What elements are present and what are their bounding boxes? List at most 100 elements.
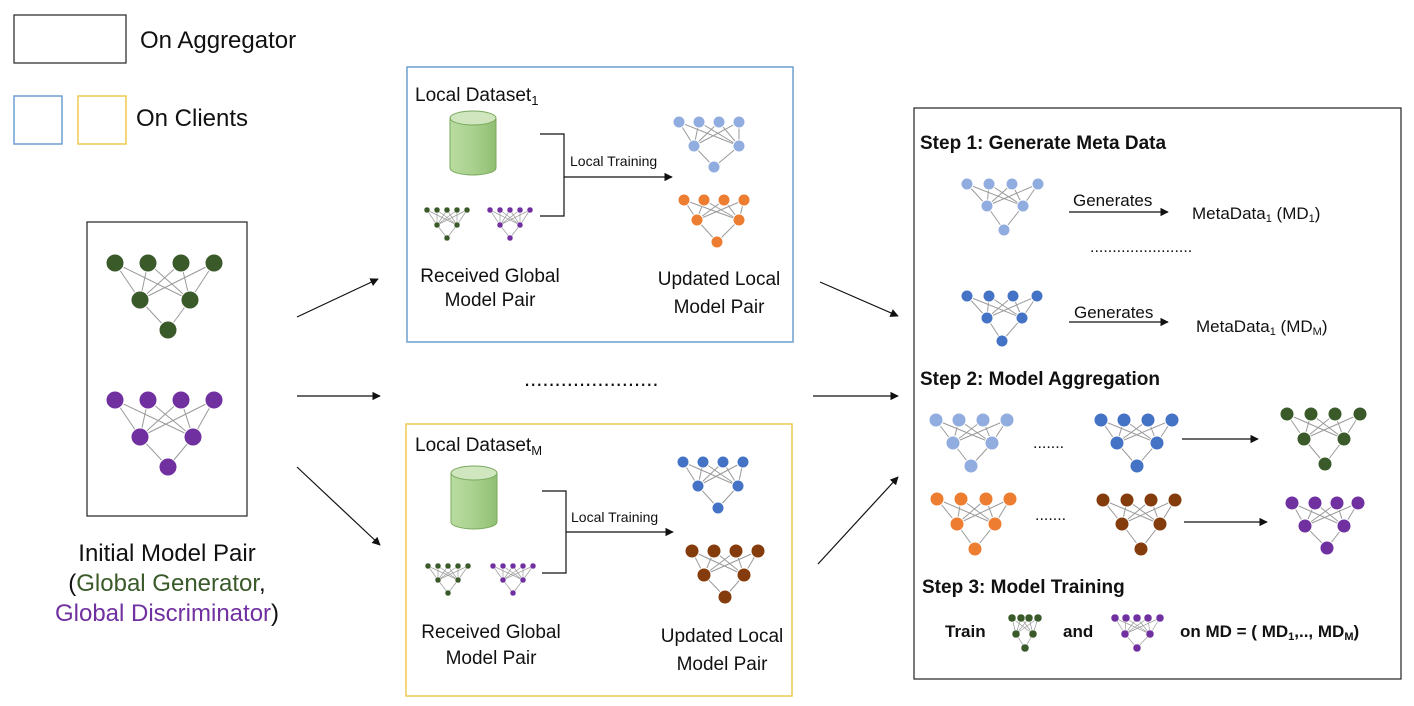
client-1-training-bracket xyxy=(540,133,565,217)
step1-mid-blue-generator-node xyxy=(980,311,994,325)
initial-model-title: Initial Model Pair xyxy=(78,540,255,567)
initial-model-discriminator-line: Global Discriminator) xyxy=(55,600,279,627)
step3-discriminator-icon-node xyxy=(1132,643,1142,653)
client-1-received-discriminator-edge xyxy=(499,209,531,226)
global-discriminator-network-node xyxy=(105,390,125,410)
client-1-received-discriminator-node xyxy=(496,206,504,214)
client-1-updated-discriminator-node xyxy=(697,193,711,207)
step2-aggregated-generator-node xyxy=(1352,406,1368,422)
global-generator-network-node xyxy=(171,253,191,273)
step1-light-blue-generator-edge xyxy=(988,183,1024,207)
step2-aggregated-generator-node xyxy=(1296,431,1312,447)
step2-aggregated-discriminator-node xyxy=(1350,495,1366,511)
step3-train-label: Train xyxy=(945,622,986,641)
client-1-training-label: Local Training xyxy=(570,153,657,169)
step2-aggregated-generator-node xyxy=(1336,431,1352,447)
step3-generator-icon-node xyxy=(1028,629,1038,639)
step1-mid-blue-generator xyxy=(960,289,1044,348)
step1-mid-blue-generator-edge xyxy=(986,295,1038,319)
client-1-box xyxy=(406,66,794,343)
client-m-updated-discriminator-node xyxy=(717,589,733,605)
global-generator-network-node xyxy=(158,320,178,340)
step3-discriminator-icon-node xyxy=(1121,613,1131,623)
client-m-received-discriminator-node xyxy=(509,562,517,570)
aggregator-panel: Step 1: Generate Meta Data Generates Met… xyxy=(913,107,1402,680)
client-1-updated-discriminator-node xyxy=(732,213,746,227)
step2-orange-discriminator-node xyxy=(978,491,994,507)
client-1-updated-generator-node xyxy=(732,139,746,153)
step2-aggregated-discriminator-node xyxy=(1319,540,1335,556)
client-1-received-line1: Received Global xyxy=(420,266,559,287)
client-m-updated-discriminator xyxy=(684,543,766,605)
step1-light-blue-generator-node xyxy=(1031,177,1045,191)
step2-aggregated-generator-node xyxy=(1317,456,1333,472)
client-1-updated-generator-edge xyxy=(678,121,740,147)
arrow-initial-to-client1 xyxy=(296,278,379,318)
client-1-updated-discriminator-node xyxy=(737,193,751,207)
step2-orange-discriminator-edge xyxy=(956,498,1011,525)
global-discriminator-network-node xyxy=(183,427,203,447)
metadata-1-label: MetaData1 (MD1) xyxy=(1192,204,1320,225)
metadata-m-label: MetaData1 (MDM) xyxy=(1196,317,1328,338)
step1-mid-blue-generator-edge xyxy=(988,295,1023,319)
client-1-received-discriminator-edge xyxy=(499,209,521,226)
client-1-received-discriminator-node xyxy=(506,206,514,214)
step2-light-blue-generator-node xyxy=(928,412,944,428)
client-1-updated-generator xyxy=(672,115,746,174)
legend-client-yellow-swatch xyxy=(77,95,127,145)
step1-light-blue-generator-node xyxy=(960,177,974,191)
client-1-received-discriminator xyxy=(486,206,534,242)
client-m-updated-generator-node xyxy=(711,501,725,515)
legend-aggregator-label: On Aggregator xyxy=(140,27,296,54)
step2-light-blue-generator-node xyxy=(945,435,961,451)
client-m-received-discriminator-node xyxy=(519,562,527,570)
client-1-received-generator-node xyxy=(443,234,451,242)
step2-mid-blue-generator-node xyxy=(1129,458,1145,474)
client-m-updated-discriminator-node xyxy=(684,543,700,559)
client-1-received-generator-node xyxy=(423,206,431,214)
client-m-received-discriminator-node xyxy=(499,576,507,584)
client-m-updated-line2: Model Pair xyxy=(677,654,768,675)
global-discriminator-network-edge xyxy=(114,399,194,438)
step3-generator-icon-node xyxy=(1011,629,1021,639)
client-m-received-generator-node xyxy=(424,562,432,570)
client-m-received-generator-edge xyxy=(437,565,459,581)
client-1-received-generator xyxy=(423,206,471,242)
client-m-received-discriminator-edge xyxy=(502,565,534,581)
step2-orange-discriminator-node xyxy=(929,491,945,507)
client-1-received-generator-node xyxy=(463,206,471,214)
global-generator-network-node xyxy=(204,253,224,273)
step2-orange-discriminator-node xyxy=(967,541,983,557)
client-1-database-icon xyxy=(449,110,497,176)
client-1-received-generator-edge xyxy=(436,209,458,226)
step2-orange-discriminator-node xyxy=(987,516,1003,532)
global-discriminator-network-node xyxy=(130,427,150,447)
client-m-received-discriminator-node xyxy=(519,576,527,584)
step3-discriminator-icon-node xyxy=(1145,629,1155,639)
client-1-updated-generator-node xyxy=(692,115,706,129)
client-m-training-label: Local Training xyxy=(571,509,658,525)
step2-mid-blue-generator-edge xyxy=(1100,419,1158,444)
client-1-panel: Local Dataset1 Local Training Received G… xyxy=(406,66,794,343)
client-1-received-discriminator-node xyxy=(486,206,494,214)
client-m-received-discriminator-node xyxy=(529,562,537,570)
legend-client-blue-swatch xyxy=(13,95,63,145)
client-m-updated-discriminator-edge xyxy=(703,550,759,576)
global-discriminator-network-node xyxy=(204,390,224,410)
step1-mid-blue-generator-node xyxy=(995,334,1009,348)
step3-generator-icon-edge xyxy=(1015,617,1039,635)
step3-and-label: and xyxy=(1063,622,1093,641)
step2-light-blue-generator-node xyxy=(999,412,1015,428)
step2-light-blue-generator-node xyxy=(984,435,1000,451)
step2-aggregated-discriminator-node xyxy=(1284,495,1300,511)
client-m-updated-discriminator-edge xyxy=(691,550,745,576)
client-m-updated-generator-node xyxy=(691,479,705,493)
step2-mid-blue-generator-node xyxy=(1093,412,1109,428)
legend-aggregator-swatch xyxy=(13,14,127,64)
arrow-initial-to-clientm xyxy=(296,466,381,546)
client-m-received-generator-node xyxy=(444,589,452,597)
step2-brown-discriminator-edge xyxy=(1121,499,1176,525)
client-1-updated-generator-node xyxy=(707,160,721,174)
client-1-received-generator-node xyxy=(453,221,461,229)
client-1-received-discriminator-node xyxy=(526,206,534,214)
